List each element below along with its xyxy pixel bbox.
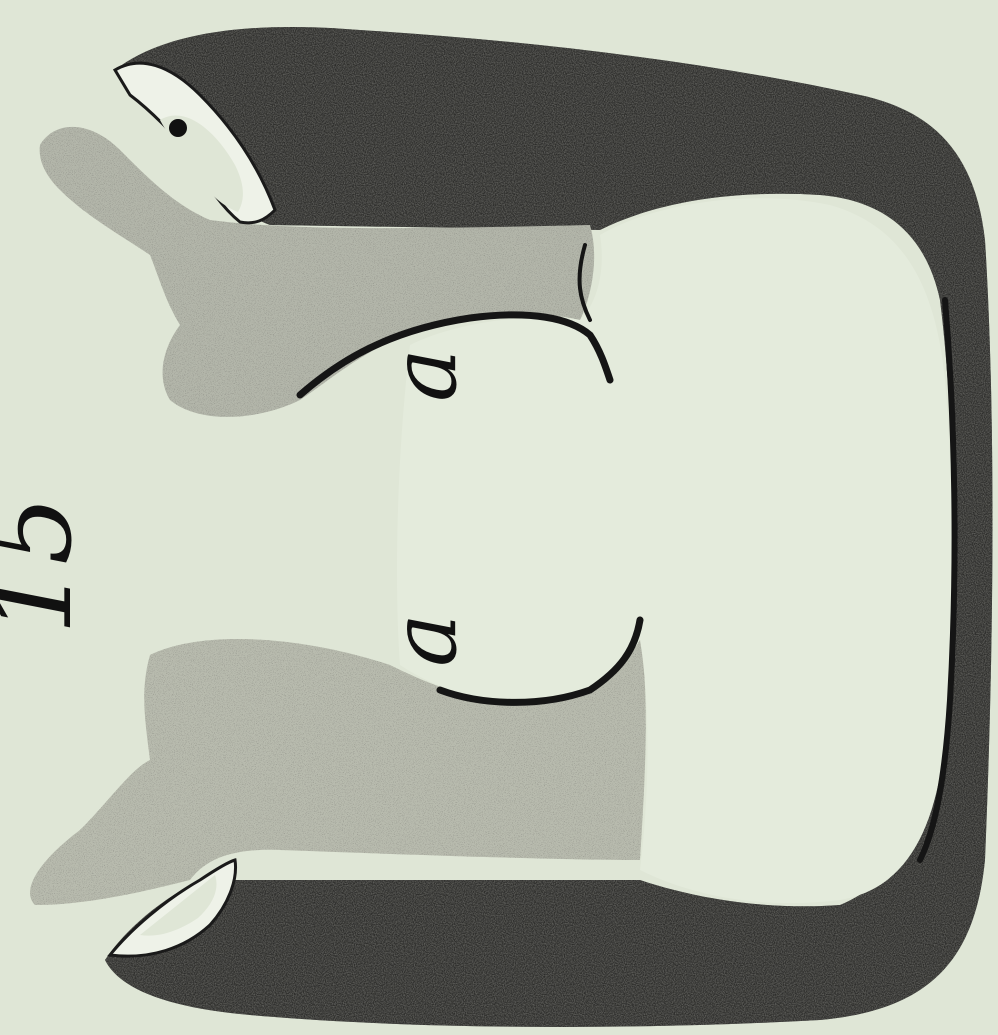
label-a-upper: a — [372, 348, 477, 402]
figure-number: 15 — [0, 495, 96, 635]
label-a-lower: a — [372, 613, 477, 667]
